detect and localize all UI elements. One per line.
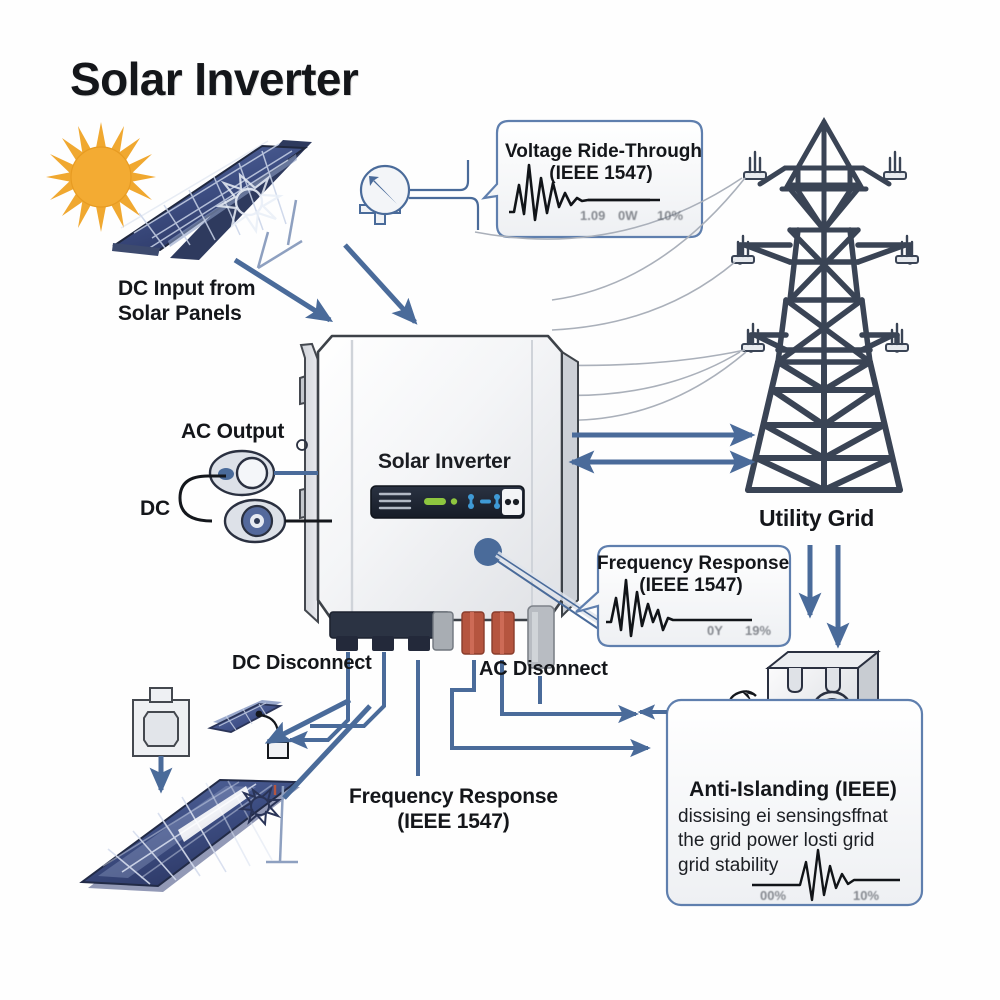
label-dc-disconnect: DC Disconnect [232,652,372,674]
solar-panel-small [207,700,289,759]
solar-panel-top [112,140,312,270]
tick-vrt-2: 0W [618,208,638,223]
panel-input-arrows [264,697,372,800]
label-frequency-response-bottom: Frequency Response (IEEE 1547) [349,785,558,833]
grid-exchange-arrows [568,423,756,474]
label-ac-output: AC Output [181,420,285,443]
dc-disconnect-box [132,687,190,794]
label-dc: DC [140,497,170,520]
inverter-display-panel[interactable] [370,485,525,519]
callout-voltage-ride-through[interactable] [481,119,704,239]
tick-vrt-1: 1.09 [580,208,606,223]
tick-fr-2: 19% [745,623,772,638]
inverter-brand-text: Solar Inverter [378,450,511,473]
flow-arrows-input [233,243,418,325]
ac-connector-icon [208,439,318,497]
solar-inverter-unit[interactable] [299,334,606,669]
tick-fr-1: 0Y [707,623,723,638]
sun-icon [46,122,156,232]
callout-anti-islanding[interactable] [637,698,924,907]
callout-title-frequency-response: Frequency Response (IEEE 1547) [597,553,790,597]
page-title: Solar Inverter [70,53,359,105]
tick-ai-2: 10% [853,888,880,903]
callout-title-anti-islanding: Anti-Islanding (IEEE) [689,778,897,801]
tick-vrt-3: 10% [657,208,684,223]
inverter-bottom-connectors [329,605,555,669]
disconnect-routing-lines [287,652,651,776]
dc-connector-icon [178,474,332,544]
callout-body-anti-islanding: dissising ei sensingsffnat the grid powe… [678,806,888,876]
label-dc-input: DC Input from Solar Panels [118,277,256,325]
tick-ai-1: 00% [760,888,787,903]
label-utility-grid: Utility Grid [759,505,875,531]
solar-panel-bottom [79,778,300,892]
transmission-tower [731,116,919,493]
label-ac-disconnect: AC Disonnect [479,658,608,680]
gauge-meter-icon [359,160,480,230]
grid-down-arrows [798,545,850,649]
callout-frequency-response[interactable] [575,544,792,648]
callout-title-voltage-ride-through: Voltage Ride-Through (IEEE 1547) [505,141,703,185]
